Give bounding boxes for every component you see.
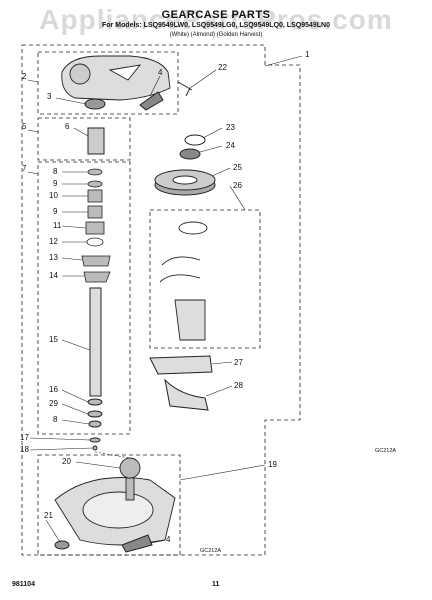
callout-7: 7 bbox=[22, 164, 27, 173]
screw-part bbox=[177, 81, 193, 97]
seal-part bbox=[84, 98, 106, 110]
seal-21 bbox=[54, 540, 70, 550]
callout-4: 4 bbox=[158, 68, 163, 77]
shaft-stack bbox=[81, 168, 111, 283]
group-7-box bbox=[37, 161, 131, 435]
callout-1: 1 bbox=[305, 50, 310, 59]
group-26-box bbox=[149, 209, 261, 349]
drive-shaft bbox=[89, 287, 102, 397]
callout-25: 25 bbox=[233, 163, 242, 172]
callout-2: 2 bbox=[22, 72, 27, 81]
callout-6: 6 bbox=[65, 122, 70, 131]
diagram-code-lower: GC212A bbox=[200, 548, 222, 554]
models-line: For Models: LSQ9549LW0, LSQ9549LG0, LSQ9… bbox=[102, 22, 330, 29]
lower-stack bbox=[87, 398, 103, 451]
callout-14: 14 bbox=[49, 271, 58, 280]
callout-8b: 8 bbox=[53, 415, 58, 424]
washer-24 bbox=[179, 148, 201, 160]
callout-9: 9 bbox=[53, 179, 58, 188]
callout-26: 26 bbox=[233, 181, 242, 190]
callout-23: 23 bbox=[226, 123, 235, 132]
callout-4b: 4 bbox=[166, 535, 171, 544]
callout-19: 19 bbox=[268, 460, 277, 469]
callout-16: 16 bbox=[49, 385, 58, 394]
callout-27: 27 bbox=[234, 358, 243, 367]
leader-lines bbox=[27, 55, 303, 543]
shift-fork-28 bbox=[164, 378, 209, 411]
assembly-outline bbox=[21, 44, 301, 556]
group-5-box bbox=[37, 117, 131, 161]
callout-21: 21 bbox=[44, 511, 53, 520]
callout-13: 13 bbox=[49, 253, 58, 262]
callout-9b: 9 bbox=[53, 207, 58, 216]
callout-5: 5 bbox=[22, 122, 27, 131]
callout-17: 17 bbox=[20, 433, 29, 442]
shift-assembly-26 bbox=[159, 221, 208, 341]
diagram-code-upper: GC212A bbox=[375, 448, 397, 454]
watermark: AppliancePartsPros.com bbox=[39, 4, 393, 35]
callout-8: 8 bbox=[53, 167, 58, 176]
callout-10: 10 bbox=[49, 191, 58, 200]
callout-3: 3 bbox=[47, 92, 52, 101]
page-title: GEARCASE PARTS bbox=[161, 9, 271, 21]
footer-code: 981104 bbox=[12, 581, 35, 588]
gearcase-cover bbox=[61, 55, 171, 101]
callout-20: 20 bbox=[62, 457, 71, 466]
shift-lever-27 bbox=[149, 355, 213, 375]
callout-22: 22 bbox=[218, 63, 227, 72]
callout-15: 15 bbox=[49, 335, 58, 344]
group-19-box bbox=[37, 454, 181, 556]
callout-11: 11 bbox=[53, 221, 62, 230]
page-number: 11 bbox=[212, 581, 220, 588]
callout-12: 12 bbox=[49, 237, 58, 246]
callout-28: 28 bbox=[234, 381, 243, 390]
bracket-part bbox=[139, 91, 164, 111]
washer-23 bbox=[184, 134, 206, 146]
colors-line: (White) (Almond) (Golden Harvest) bbox=[169, 32, 263, 38]
callout-18: 18 bbox=[20, 445, 29, 454]
group-2-box bbox=[37, 51, 179, 115]
bracket-lower bbox=[121, 534, 153, 553]
gear-25 bbox=[154, 169, 216, 196]
callout-labels: 1 2 3 4 22 5 6 23 24 7 25 26 8 9 10 9 11… bbox=[20, 50, 310, 544]
pinion-part bbox=[87, 127, 105, 155]
callout-29: 29 bbox=[49, 399, 58, 408]
callout-24: 24 bbox=[226, 141, 235, 150]
gearcase-base bbox=[54, 457, 176, 546]
